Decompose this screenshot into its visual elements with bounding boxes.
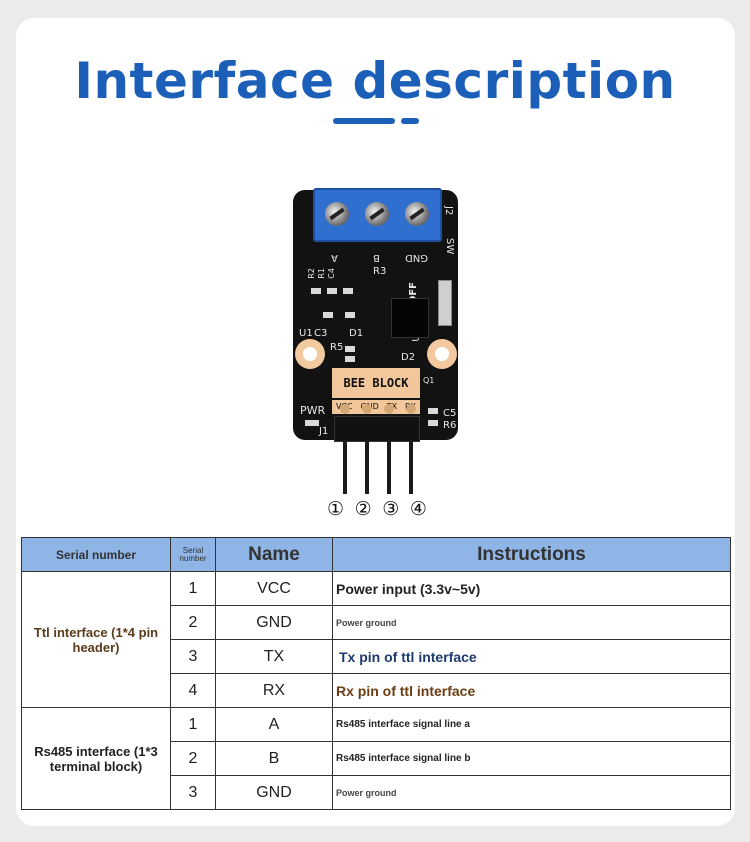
row-instruction: Rs485 interface signal line b <box>332 741 731 776</box>
pin-number: ① <box>327 498 345 520</box>
table-row: Ttl interface (1*4 pin header) 1 VCC Pow… <box>21 571 731 708</box>
table-header-row: Serial number Serial number Name Instruc… <box>21 537 731 572</box>
smd-part <box>345 356 355 362</box>
header-pin <box>343 440 347 494</box>
solder-pad <box>362 404 372 414</box>
board-illustration: J2 SW A B GND R3 ON/OFF U2 U1 C3 D1 R5 D… <box>280 186 470 526</box>
silk-r1: R1 <box>317 268 326 279</box>
pin-number: ② <box>354 498 372 520</box>
row-instruction: Rx pin of ttl interface <box>332 673 731 708</box>
group-label-rs485: Rs485 interface (1*3 terminal block) <box>21 707 171 810</box>
group-label-ttl: Ttl interface (1*4 pin header) <box>21 571 171 708</box>
silk-d1: D1 <box>349 328 364 339</box>
pin-number: ③ <box>382 498 400 520</box>
interface-table: Serial number Serial number Name Instruc… <box>21 537 731 810</box>
solder-pad <box>340 404 350 414</box>
row-number: 2 <box>170 741 216 776</box>
row-number: 3 <box>170 775 216 810</box>
header-pin <box>409 440 413 494</box>
row-number: 1 <box>170 707 216 742</box>
mounting-hole-right <box>427 339 457 369</box>
table-row: 3 GND Power ground <box>22 775 731 810</box>
page-title: Interface description <box>74 52 676 110</box>
row-instruction: Power input (3.3v~5v) <box>332 571 731 606</box>
row-number: 2 <box>170 605 216 640</box>
row-number: 4 <box>170 673 216 708</box>
row-instruction: Tx pin of ttl interface <box>332 639 731 674</box>
screw-terminal <box>313 188 442 242</box>
header-serial-number-small: Serial number <box>170 537 216 572</box>
row-name: A <box>215 707 333 742</box>
smd-part <box>343 288 353 294</box>
title-underline-long <box>333 118 395 124</box>
smd-part <box>345 346 355 352</box>
row-number: 1 <box>170 571 216 606</box>
row-name: B <box>215 741 333 776</box>
row-name: GND <box>215 605 333 640</box>
row-number: 3 <box>170 639 216 674</box>
header-pin <box>387 440 391 494</box>
table-row: 3 TX Tx pin of ttl interface <box>22 639 731 674</box>
power-switch <box>438 280 452 326</box>
row-name: VCC <box>215 571 333 606</box>
silk-r3: R3 <box>373 266 387 277</box>
solder-pad <box>384 404 394 414</box>
row-instruction: Rs485 interface signal line a <box>332 707 731 742</box>
silk-c4: C4 <box>327 268 336 279</box>
header-serial-number: Serial number <box>21 537 171 572</box>
pin-number: ④ <box>409 498 427 520</box>
pin-number-markers: ① ② ③ ④ <box>327 498 427 520</box>
smd-part <box>327 288 337 294</box>
row-instruction: Power ground <box>332 605 731 640</box>
silk-d2: D2 <box>401 352 416 363</box>
brand-label: BEE BLOCK <box>332 368 420 398</box>
screw-icon <box>325 202 349 226</box>
smd-part <box>428 420 438 426</box>
pwr-led <box>305 420 319 426</box>
silk-r5: R5 <box>330 342 344 353</box>
row-name: GND <box>215 775 333 810</box>
screw-icon <box>365 202 389 226</box>
transceiver-chip <box>391 298 429 338</box>
silk-pwr: PWR <box>300 404 326 417</box>
smd-part <box>345 312 355 318</box>
table-row: Rs485 interface (1*3 terminal block) 1 A… <box>21 707 731 810</box>
silk-b: B <box>373 252 380 263</box>
table-row: 2 GND Power ground <box>22 605 731 640</box>
silk-sw: SW <box>444 238 455 255</box>
row-name: TX <box>215 639 333 674</box>
silk-q1: Q1 <box>423 376 435 385</box>
row-instruction: Power ground <box>332 775 731 810</box>
header-name: Name <box>215 537 333 572</box>
silk-c5: C5 <box>443 408 457 419</box>
smd-part <box>428 408 438 414</box>
silk-r6: R6 <box>443 420 457 431</box>
header-instructions: Instructions <box>332 537 731 572</box>
silk-j2: J2 <box>443 206 454 216</box>
title-underline-short <box>401 118 419 124</box>
silk-gnd: GND <box>405 252 428 263</box>
table-row: 4 RX Rx pin of ttl interface <box>22 673 731 708</box>
mounting-hole-left <box>295 339 325 369</box>
silk-j1: J1 <box>319 426 329 437</box>
silk-u1: U1 <box>299 328 313 339</box>
smd-part <box>323 312 333 318</box>
row-name: RX <box>215 673 333 708</box>
silk-a: A <box>331 252 338 263</box>
smd-part <box>311 288 321 294</box>
solder-pad <box>406 404 416 414</box>
silk-r2: R2 <box>307 268 316 279</box>
pin-header <box>334 416 420 442</box>
silk-c3: C3 <box>314 328 328 339</box>
screw-icon <box>405 202 429 226</box>
header-pin <box>365 440 369 494</box>
